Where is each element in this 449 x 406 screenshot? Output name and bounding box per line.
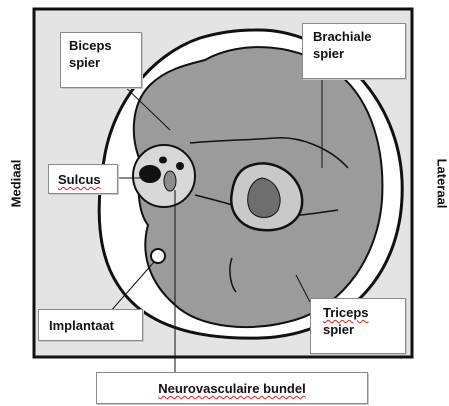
label-triceps-line2: spier: [323, 321, 393, 338]
implant-icon: [151, 249, 165, 263]
label-sulcus-text: Sulcus: [58, 171, 108, 188]
vessel-small-1: [159, 157, 167, 164]
label-implantaat-text: Implantaat: [49, 317, 132, 334]
label-neurovasculaire-bundel: Neurovasculaire bundel: [96, 372, 368, 404]
label-triceps-line1: Triceps: [323, 304, 393, 321]
label-biceps-line1: Biceps: [69, 37, 133, 54]
vessel-large: [139, 165, 161, 183]
label-sulcus: Sulcus: [48, 164, 118, 194]
label-biceps-line2: spier: [69, 54, 133, 71]
label-lateraal: Lateraal: [435, 152, 449, 216]
label-brachiale-line2: spier: [313, 45, 395, 62]
label-mediaal: Mediaal: [9, 154, 24, 214]
label-triceps-spier: Triceps spier: [310, 298, 406, 354]
label-brachiale-line1: Brachiale: [313, 28, 395, 45]
label-biceps-spier: Biceps spier: [60, 32, 142, 88]
label-implantaat: Implantaat: [38, 309, 143, 341]
label-bundel-text: Neurovasculaire bundel: [107, 380, 357, 397]
nerve: [164, 171, 176, 191]
vessel-small-2: [176, 162, 184, 170]
label-brachiale-spier: Brachiale spier: [302, 23, 406, 79]
